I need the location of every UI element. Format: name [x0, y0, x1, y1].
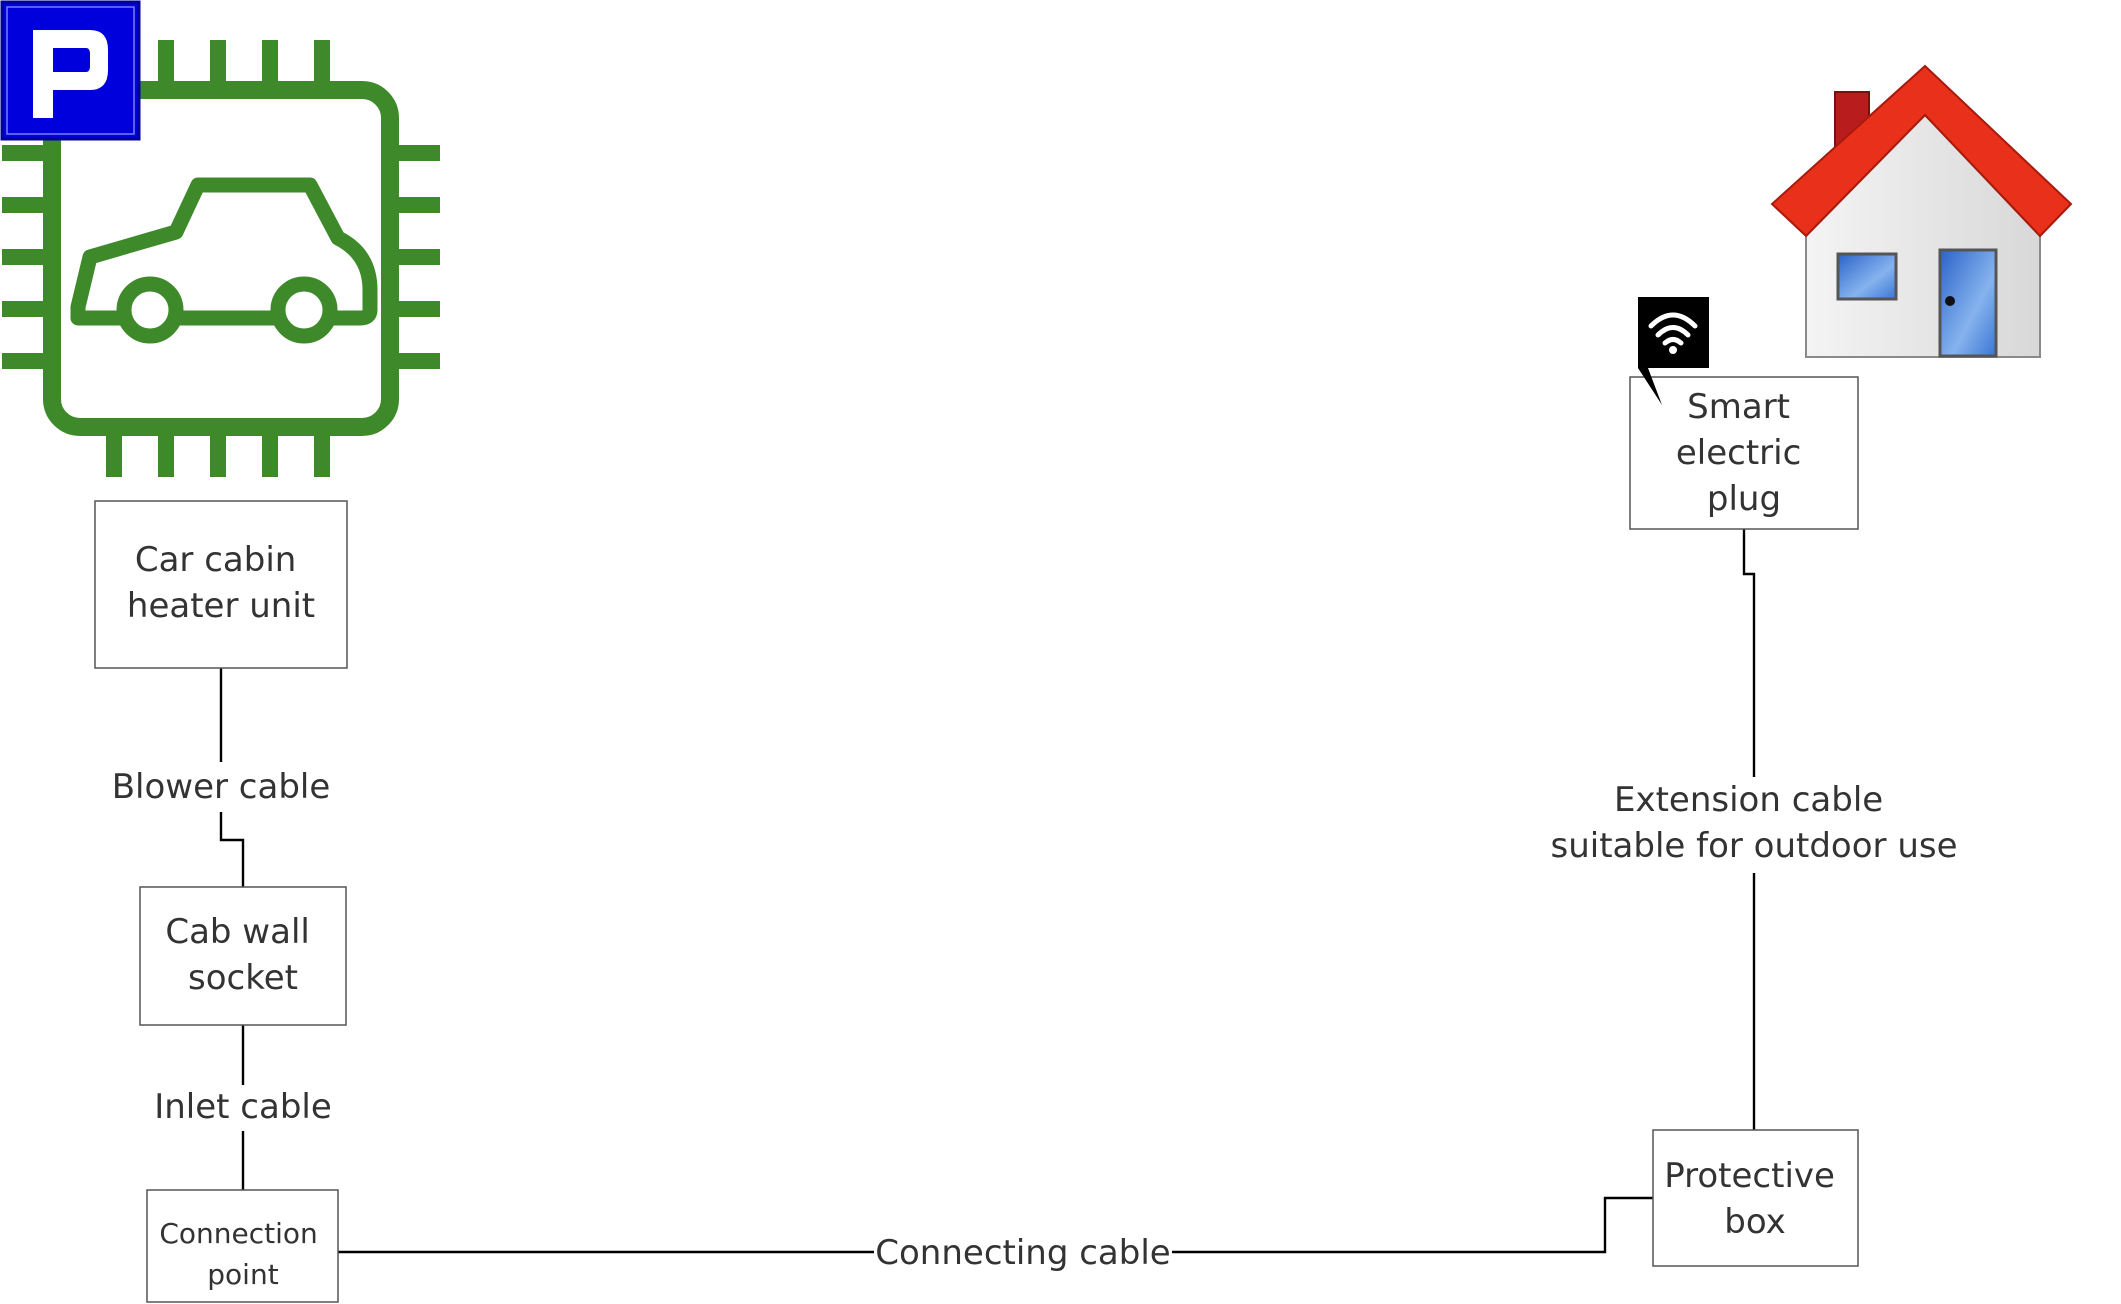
extension-cable-label: Extension cable suitable for outdoor use — [1550, 780, 1957, 866]
inlet-cable-label: Inlet cable — [154, 1087, 332, 1127]
parking-sign-icon — [0, 0, 141, 141]
house-icon — [1770, 64, 2073, 358]
connecting-cable-wire — [1172, 1196, 1653, 1254]
wifi-icon — [1638, 297, 1709, 405]
heater-unit-node: Car cabin heater unit — [94, 500, 348, 669]
cab-wall-socket-label: Cab wall socket — [165, 912, 320, 998]
connection-point-node: Connection point — [146, 1189, 339, 1303]
connection-point-label: Connection point — [159, 1217, 326, 1291]
heater-unit-label: Car cabin heater unit — [127, 540, 315, 626]
protective-box-node: Protective box — [1652, 1129, 1859, 1267]
extension-cable-wire — [1742, 529, 1756, 777]
car-chip-icon — [2, 40, 440, 477]
wires — [219, 529, 1756, 1254]
smart-plug-label: Smart electric plug — [1676, 387, 1812, 519]
connecting-cable-label: Connecting cable — [875, 1233, 1170, 1273]
smart-plug-node: Smart electric plug — [1629, 376, 1859, 530]
cab-wall-socket-node: Cab wall socket — [139, 886, 347, 1026]
blower-cable-wire — [219, 812, 245, 887]
protective-box-label: Protective box — [1664, 1156, 1846, 1242]
blower-cable-label: Blower cable — [112, 767, 331, 807]
